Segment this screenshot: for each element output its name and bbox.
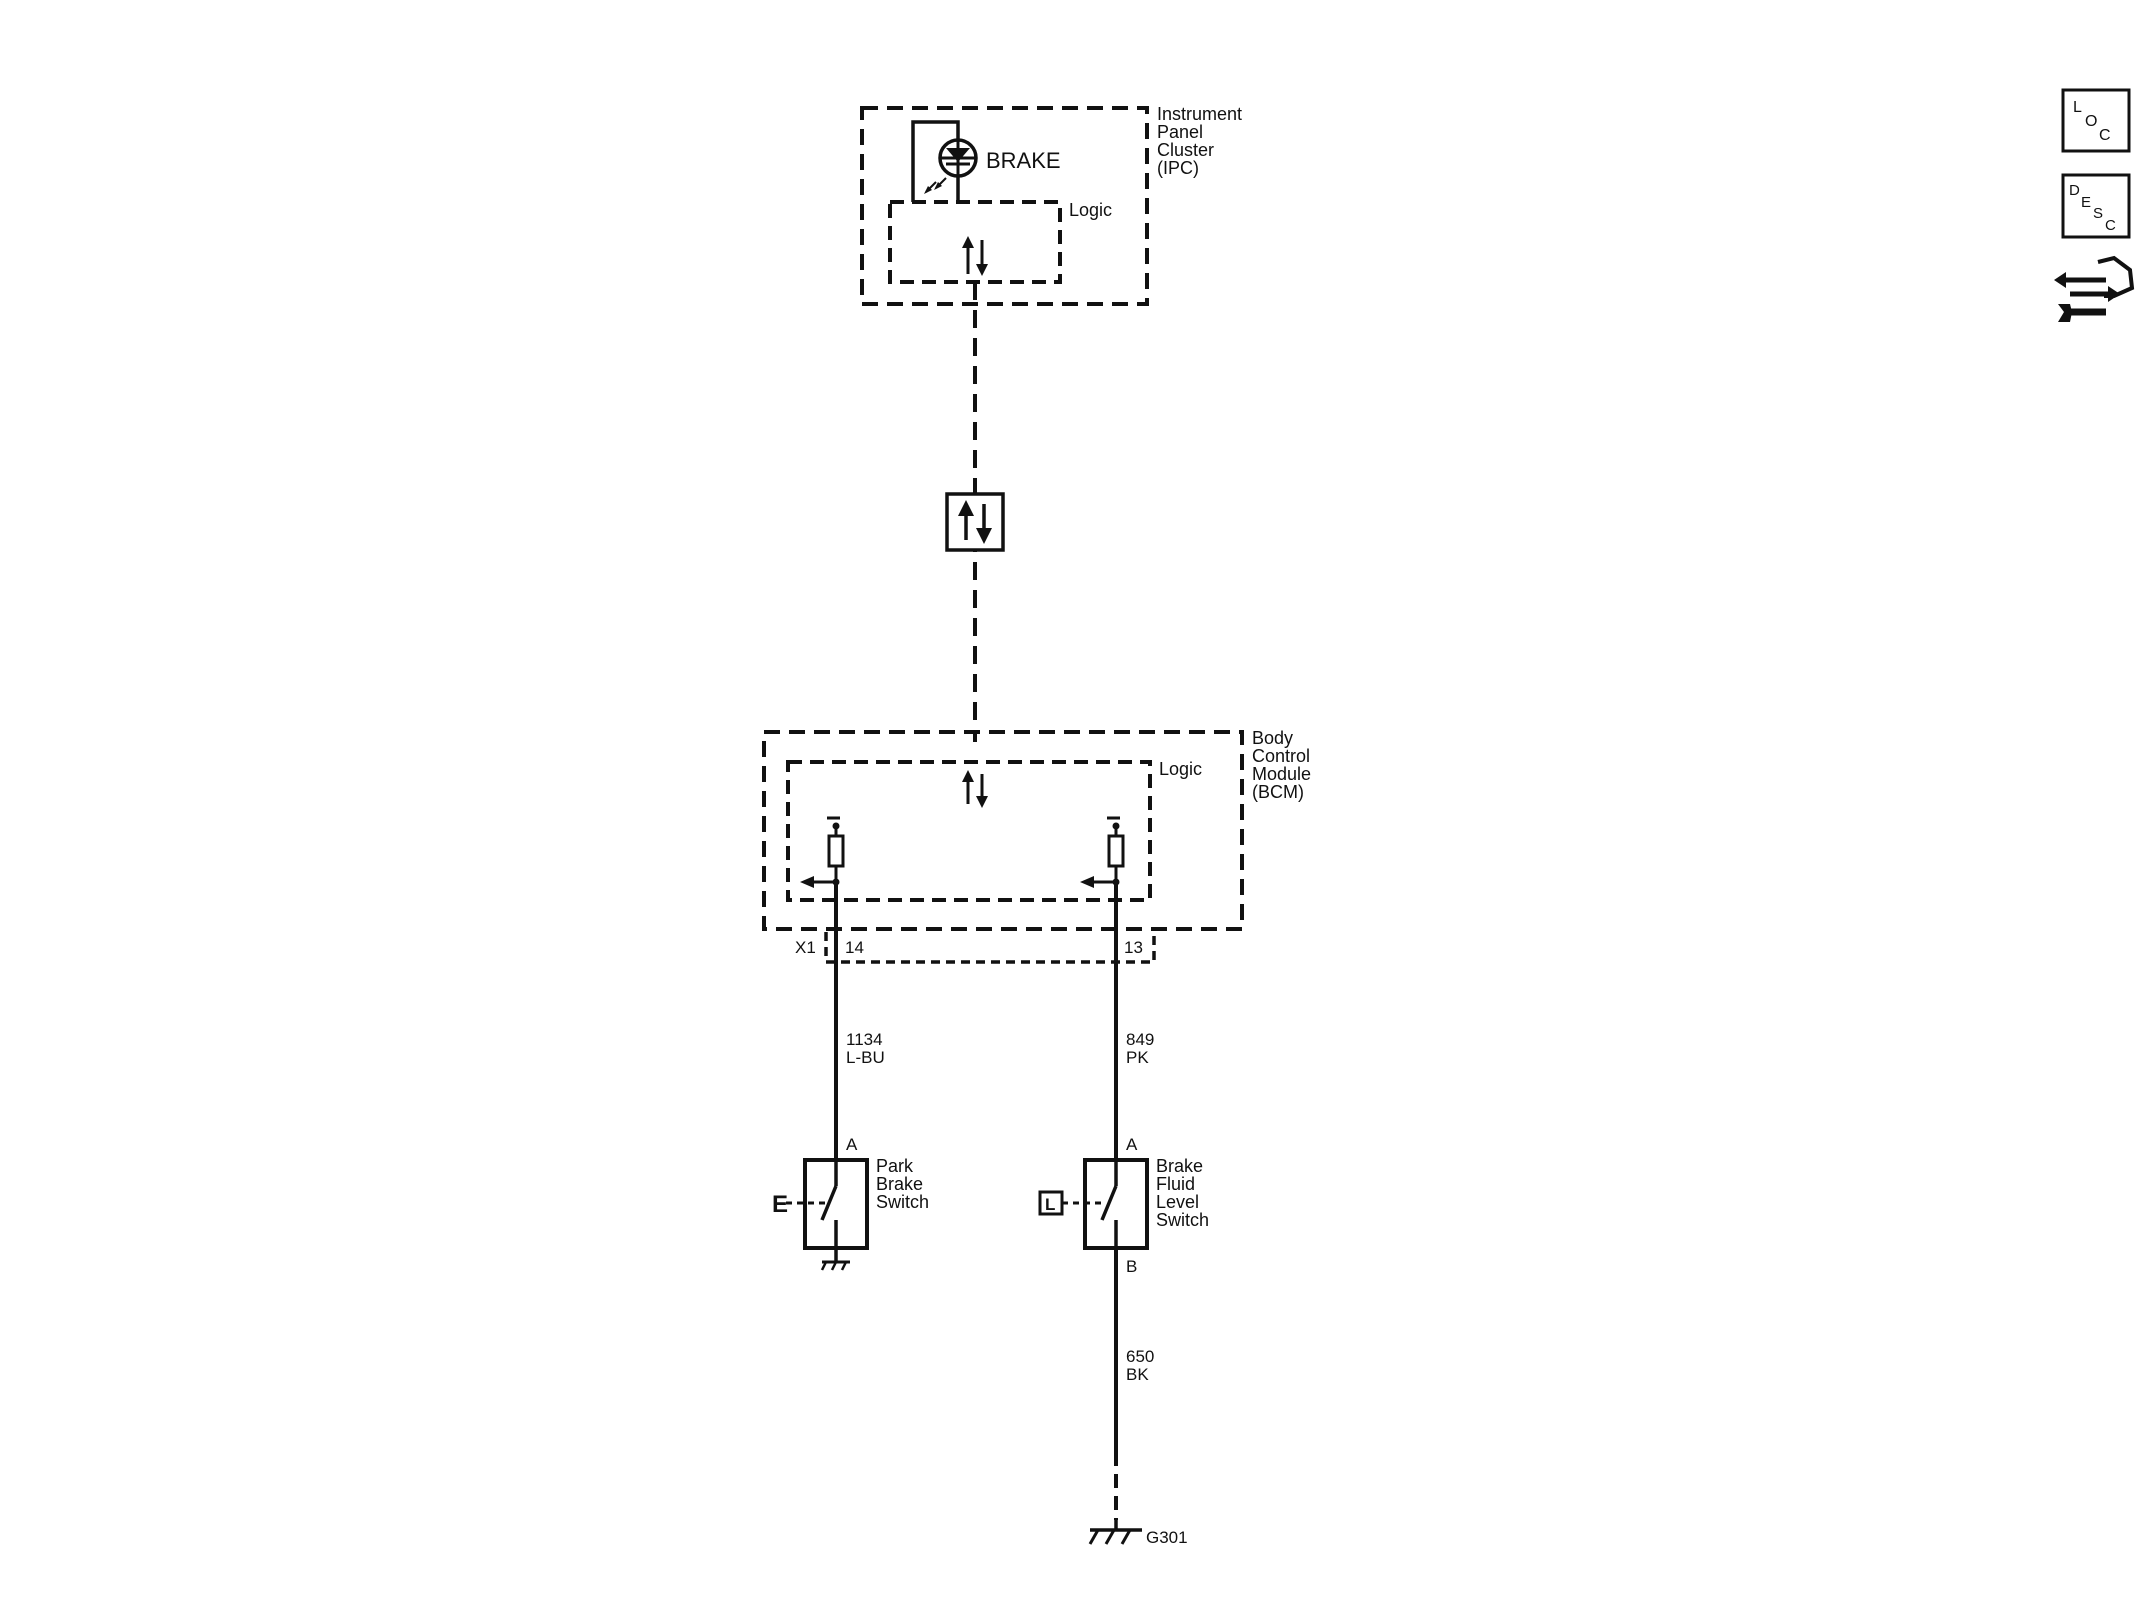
brake-lamp-icon [911, 120, 978, 202]
bcm-pin-14: 14 [845, 938, 864, 957]
bcm-name-line-1: Body [1252, 728, 1293, 748]
switch-contact-icon [820, 1160, 838, 1248]
park-brake-switch-pin-a: A [846, 1135, 858, 1154]
ipc-outline [860, 106, 1149, 306]
wire-right-lower-circuit: 650 [1126, 1347, 1154, 1366]
bcm-module[interactable]: Body Control Module (BCM) Logic [762, 728, 1311, 964]
bcm-connector-x1[interactable]: X1 14 13 [795, 932, 1156, 964]
ipc-data-arrows-icon [962, 236, 988, 276]
component-location-button[interactable]: L O C [2061, 88, 2131, 153]
connector-tool-button[interactable] [2054, 255, 2135, 322]
brake-fluid-switch-name-1: Brake [1156, 1156, 1203, 1176]
ground-g301[interactable]: G301 [1088, 1520, 1188, 1547]
bcm-name-line-4: (BCM) [1252, 782, 1304, 802]
svg-text:S: S [2093, 205, 2103, 222]
ipc-logic-block [888, 200, 1062, 284]
brake-fluid-switch-pin-a: A [1126, 1135, 1138, 1154]
brake-fluid-level-switch[interactable]: A L B Brake Fluid Level Switch [1038, 1135, 1209, 1276]
wire-left-color: L-BU [846, 1048, 885, 1067]
park-brake-switch-name-3: Switch [876, 1192, 929, 1212]
brake-fluid-switch-name-4: Switch [1156, 1210, 1209, 1230]
wire-right-upper-color: PK [1126, 1048, 1149, 1067]
ipc-name-line-4: (IPC) [1157, 158, 1199, 178]
svg-text:E: E [2081, 194, 2091, 211]
brake-fluid-switch-pin-b: B [1126, 1257, 1137, 1276]
bcm-input-left-icon [800, 816, 845, 888]
svg-text:C: C [2105, 217, 2116, 234]
park-brake-switch[interactable]: A E Park Brake Switch [772, 1135, 929, 1271]
switch-contact-icon [1100, 1160, 1118, 1248]
park-brake-switch-name-1: Park [876, 1156, 914, 1176]
bcm-connector-label: X1 [795, 938, 816, 957]
bcm-name-line-3: Module [1252, 764, 1311, 784]
ipc-logic-label: Logic [1069, 200, 1112, 220]
svg-text:C: C [2099, 127, 2111, 144]
description-icon [2061, 173, 2131, 239]
ipc-lamp-label: BRAKE [986, 148, 1061, 173]
wire-right-upper-circuit: 849 [1126, 1030, 1154, 1049]
svg-text:L: L [2073, 99, 2082, 116]
wire-left-circuit: 1134 [846, 1030, 883, 1049]
bcm-name-line-2: Control [1252, 746, 1310, 766]
brake-fluid-switch-name-2: Fluid [1156, 1174, 1195, 1194]
svg-text:L: L [1045, 1195, 1055, 1214]
ipc-name-line-2: Panel [1157, 122, 1203, 142]
bcm-pin-13: 13 [1124, 938, 1143, 957]
ground-icon [1088, 1520, 1142, 1545]
bcm-logic-label: Logic [1159, 759, 1202, 779]
bcm-outline [762, 730, 1244, 931]
connector-tool-icon [2054, 255, 2135, 322]
wire-right-lower-color: BK [1126, 1365, 1149, 1384]
location-icon [2061, 88, 2131, 153]
bcm-logic-block [786, 760, 1152, 902]
bcm-data-arrows-icon [962, 770, 988, 808]
ipc-name-line-1: Instrument [1157, 104, 1242, 124]
svg-text:D: D [2069, 182, 2080, 199]
level-sensor-icon: L [1038, 1190, 1064, 1216]
description-button[interactable]: D E S C [2061, 173, 2131, 239]
svg-text:O: O [2085, 113, 2097, 130]
park-brake-switch-name-2: Brake [876, 1174, 923, 1194]
chassis-ground-icon [820, 1248, 850, 1271]
bcm-input-right-icon [1080, 816, 1125, 888]
ipc-name-line-3: Cluster [1157, 140, 1214, 160]
serial-data-icon [945, 492, 1005, 552]
brake-fluid-switch-name-3: Level [1156, 1192, 1199, 1212]
park-brake-actuator-symbol: E [772, 1191, 788, 1218]
ipc-module[interactable]: Instrument Panel Cluster (IPC) BRAKE Log… [860, 104, 1242, 306]
ground-label: G301 [1146, 1528, 1188, 1547]
